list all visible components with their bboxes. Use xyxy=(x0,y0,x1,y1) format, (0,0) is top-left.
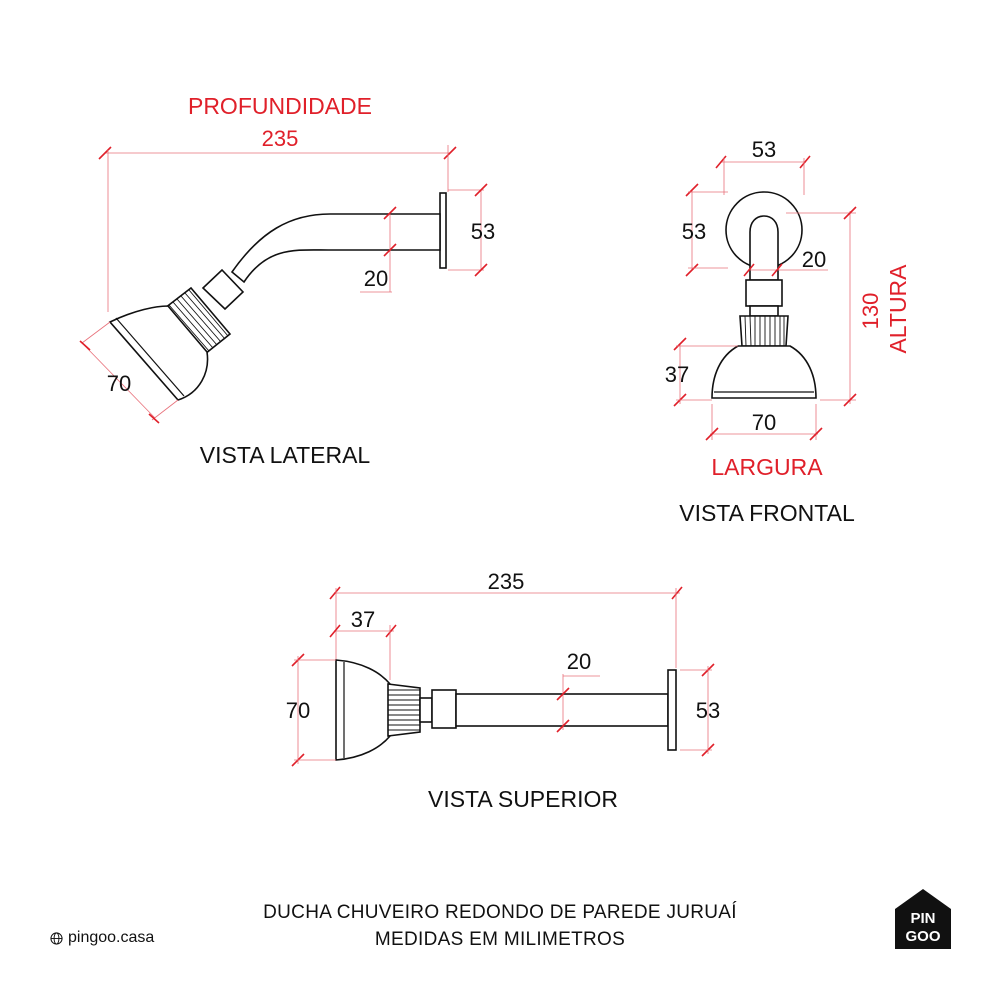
pingoo-logo: PIN GOO xyxy=(895,889,951,949)
side-shower-head xyxy=(108,305,209,401)
top-depth-label: 235 xyxy=(488,569,525,594)
front-head-height-label: 37 xyxy=(665,362,689,387)
brand-website-text: pingoo.casa xyxy=(68,929,155,946)
product-subtitle: MEDIDAS EM MILIMETROS xyxy=(374,929,626,950)
top-wall-flange xyxy=(667,669,677,751)
front-width-value: 70 xyxy=(752,410,776,435)
side-flange-height-label: 53 xyxy=(471,219,495,244)
front-height-label: ALTURA xyxy=(885,264,911,354)
globe-icon xyxy=(50,931,63,945)
top-flange-height-label: 53 xyxy=(696,698,720,723)
front-view-title: VISTA FRONTAL xyxy=(679,500,855,526)
top-head-diameter-label: 70 xyxy=(286,698,310,723)
front-joint-nut xyxy=(745,279,783,307)
depth-value: 235 xyxy=(262,126,299,151)
side-wall-flange xyxy=(439,192,447,269)
top-arm-pipe xyxy=(455,693,669,727)
front-shower-head xyxy=(711,345,817,399)
logo-line2: GOO xyxy=(905,928,940,945)
logo-line1: PIN xyxy=(910,910,935,927)
front-knurled-collar xyxy=(739,315,789,347)
front-view: 53 53 xyxy=(665,137,911,526)
top-joint-nut xyxy=(431,689,457,729)
top-view-title: VISTA SUPERIOR xyxy=(428,786,618,812)
side-arm-pipe xyxy=(230,213,441,284)
front-flange-width-label: 53 xyxy=(752,137,776,162)
top-head-depth-label: 37 xyxy=(351,607,375,632)
product-title: DUCHA CHUVEIRO REDONDO DE PAREDE JURUAÍ xyxy=(263,902,737,923)
front-flange-height-label: 53 xyxy=(682,219,706,244)
front-joint-neck xyxy=(749,305,779,317)
front-height-value: 130 xyxy=(858,293,883,330)
side-pipe-diameter-label: 20 xyxy=(364,266,388,291)
side-joint-nut xyxy=(201,268,245,311)
top-view: 235 37 xyxy=(286,569,720,812)
top-joint-neck xyxy=(419,697,433,723)
side-view-title: VISTA LATERAL xyxy=(200,442,371,468)
front-arm-pipe xyxy=(749,215,779,281)
depth-label: PROFUNDIDADE xyxy=(188,93,372,119)
side-head-diameter-label: 70 xyxy=(107,371,131,396)
top-pipe-diameter-label: 20 xyxy=(567,649,591,674)
brand-website[interactable]: pingoo.casa xyxy=(50,929,154,947)
front-width-label: LARGURA xyxy=(711,454,823,480)
front-pipe-diameter-label: 20 xyxy=(802,247,826,272)
side-view: PROFUNDIDADE 235 53 20 xyxy=(79,93,495,468)
